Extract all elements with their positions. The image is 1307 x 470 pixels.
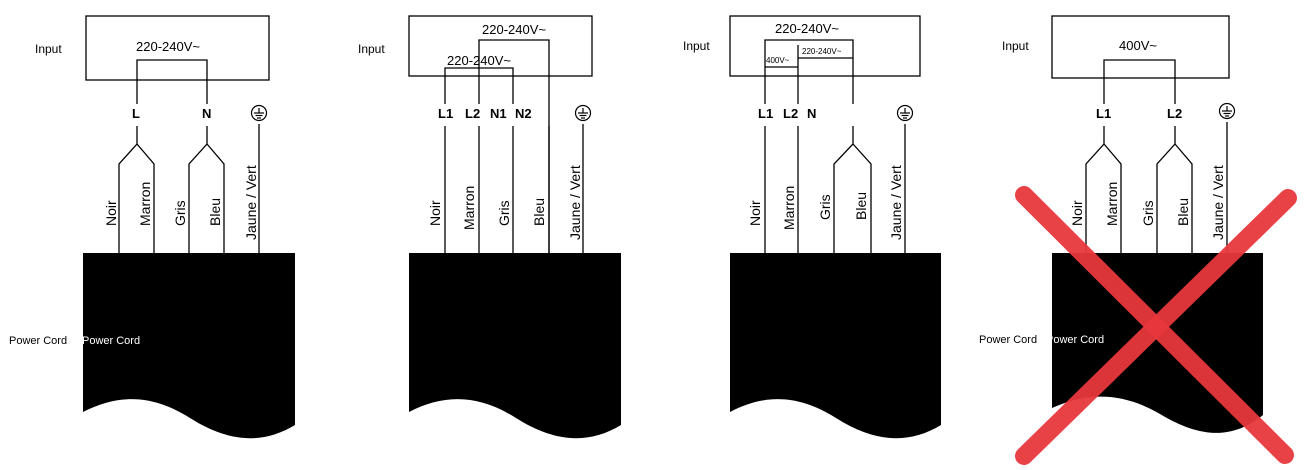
power-cord-body <box>409 253 621 439</box>
power-cord-label: Power Cord <box>9 335 67 347</box>
internal-link <box>136 59 208 104</box>
wire-label-bleu: Bleu <box>207 198 223 226</box>
wire-label-jaune-vert: Jaune / Vert <box>243 165 259 240</box>
power-cord-body <box>730 253 941 439</box>
cross-stroke-2 <box>1015 189 1297 465</box>
input-box <box>85 15 270 81</box>
wire-marron <box>1103 143 1122 253</box>
wire-bleu <box>206 143 225 253</box>
terminal-n: N <box>202 106 211 121</box>
input-label: Input <box>358 42 385 56</box>
input-label: Input <box>1002 39 1029 53</box>
wire-label-jaune-vert: Jaune / Vert <box>1210 165 1226 240</box>
wire-label-bleu: Bleu <box>853 192 869 220</box>
input-box <box>1051 15 1230 79</box>
voltage-label: 400V~ <box>1119 38 1157 53</box>
internal-link <box>1103 59 1176 104</box>
diagram-3: Input 220-240V~ 400V~ 220-240V~ L1 L2 N … <box>683 15 941 439</box>
terminal-n1: N1 <box>490 106 507 121</box>
wire-label-bleu: Bleu <box>1175 198 1191 226</box>
input-box <box>408 15 593 77</box>
wire-label-gris: Gris <box>172 200 188 226</box>
power-cord-label: Power Cord <box>979 334 1037 346</box>
wire-gris <box>1156 126 1176 253</box>
diagram-4: Input 400V~ L1 L2 Noir Marron Gris Bleu … <box>979 15 1297 465</box>
wire-label-gris: Gris <box>817 194 833 220</box>
terminal-l2: L2 <box>783 106 798 121</box>
wire-label-marron: Marron <box>1104 182 1120 226</box>
terminal-l2: L2 <box>465 106 480 121</box>
internal-link-l1-tap <box>764 39 854 104</box>
power-cord-label-overlap: Power Cord <box>1046 334 1104 346</box>
wire-label-marron: Marron <box>461 186 477 230</box>
terminal-l2: L2 <box>1167 106 1182 121</box>
wire-marron <box>136 143 155 253</box>
wire-noir <box>1085 126 1105 253</box>
input-label: Input <box>683 39 710 53</box>
wire-label-bleu: Bleu <box>531 198 547 226</box>
wire-label-noir: Noir <box>1069 200 1085 226</box>
wire-gris <box>188 126 208 253</box>
power-cord-label-overlap: Power Cord <box>82 335 140 347</box>
voltage-label-top: 220-240V~ <box>775 21 839 36</box>
diagram-1: Input 220-240V~ L N Noir Marron Gris Ble… <box>9 15 295 439</box>
terminal-n: N <box>807 106 816 121</box>
wire-label-noir: Noir <box>103 200 119 226</box>
terminal-l: L <box>132 106 140 121</box>
terminal-l1: L1 <box>1096 106 1111 121</box>
earth-ground-icon <box>574 104 592 122</box>
wire-label-marron: Marron <box>137 182 153 226</box>
earth-ground-icon <box>250 104 268 122</box>
wire-label-gris: Gris <box>496 200 512 226</box>
wire-label-gris: Gris <box>1140 200 1156 226</box>
voltage-label: 220-240V~ <box>136 39 200 54</box>
earth-ground-icon <box>896 104 914 122</box>
input-label: Input <box>35 42 62 56</box>
voltage-label-right: 220-240V~ <box>802 47 842 56</box>
wire-label-noir: Noir <box>747 200 763 226</box>
terminal-l1: L1 <box>758 106 773 121</box>
wire-noir <box>118 126 138 253</box>
wire-label-noir: Noir <box>427 200 443 226</box>
wire-bleu <box>852 143 872 253</box>
input-box <box>729 15 921 77</box>
power-cord-body <box>83 253 295 439</box>
wire-label-jaune-vert: Jaune / Vert <box>888 165 904 240</box>
wire-label-marron: Marron <box>781 186 797 230</box>
wire-label-jaune-vert: Jaune / Vert <box>567 165 583 240</box>
terminal-n2: N2 <box>515 106 532 121</box>
wire-gris <box>833 126 854 253</box>
terminal-l1: L1 <box>438 106 453 121</box>
internal-link-l1-n1 <box>444 67 514 104</box>
diagram-2: Input 220-240V~ 220-240V~ L1 L2 N1 N2 No… <box>358 15 621 439</box>
voltage-label-top: 220-240V~ <box>482 22 546 37</box>
voltage-label-left: 400V~ <box>766 56 790 65</box>
wire-bleu <box>1174 143 1193 253</box>
cross-out-mark <box>1015 186 1297 465</box>
earth-ground-icon <box>1218 102 1236 120</box>
